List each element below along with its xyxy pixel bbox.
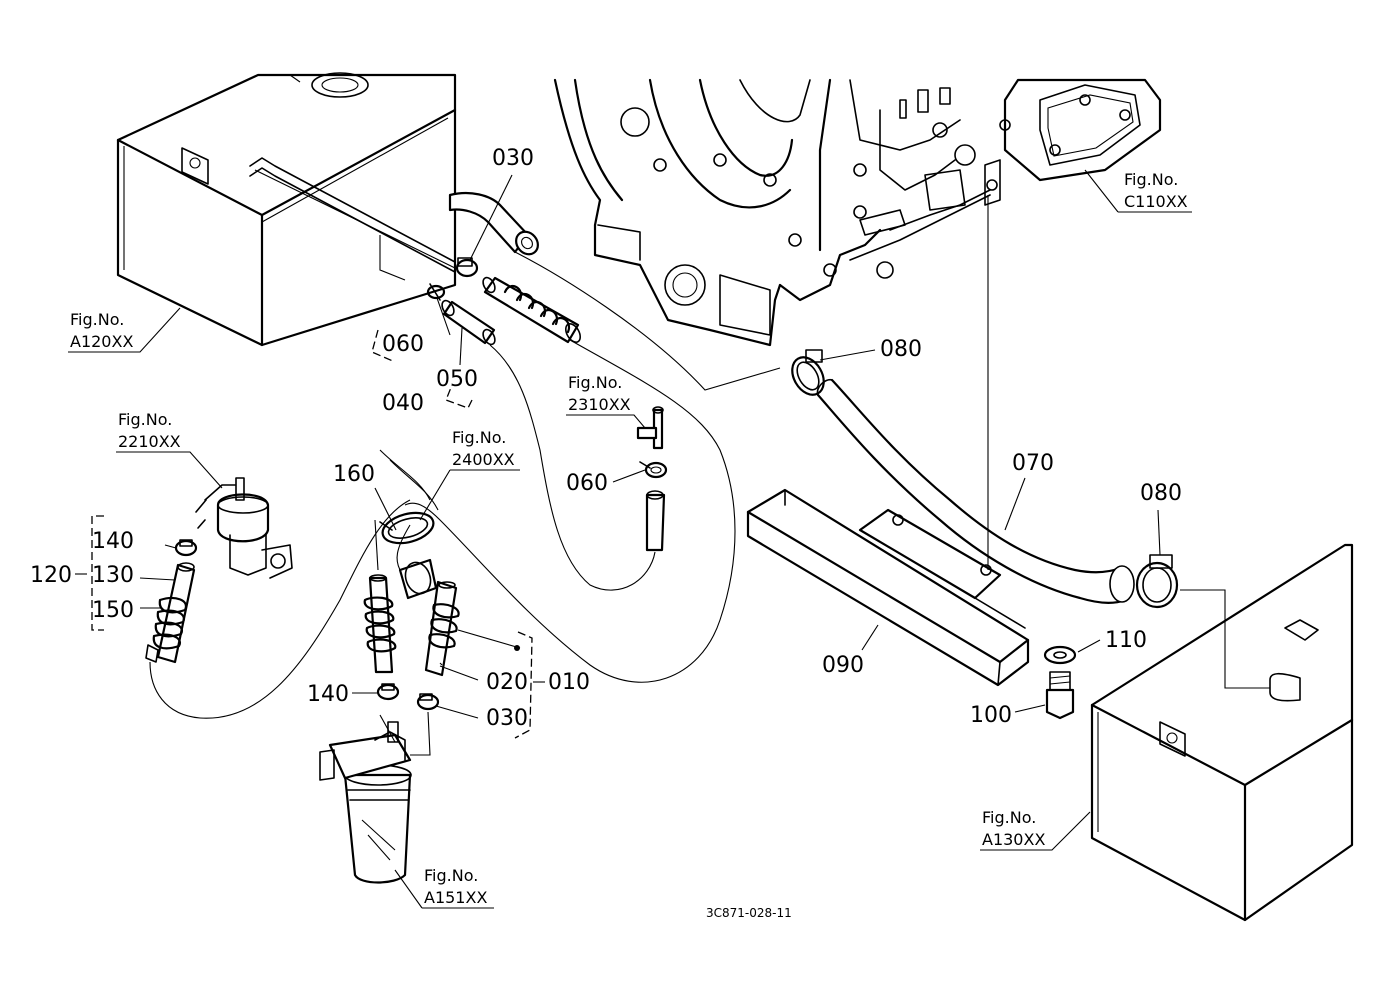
- drawing-code: 3C871-028-11: [706, 906, 792, 920]
- callout-leaders: [139, 174, 1161, 719]
- callout-080-top[interactable]: 080: [880, 337, 922, 362]
- hose-050: [441, 299, 496, 346]
- callout-120[interactable]: 120: [30, 563, 72, 588]
- figure-ref-leaders: [68, 169, 1192, 909]
- short-hose: [645, 490, 666, 552]
- hose-fitting-center: [398, 558, 438, 600]
- hose-spring-top: [482, 276, 582, 344]
- callout-080-right[interactable]: 080: [1140, 481, 1182, 506]
- callout-140-center[interactable]: 140: [307, 682, 349, 707]
- hose-spring-left: [363, 574, 397, 674]
- washer-110: [1043, 645, 1077, 665]
- fig-label-2310: Fig.No.: [568, 373, 622, 392]
- right-fuel-tank: [1090, 543, 1354, 922]
- fig-label-a130: Fig.No.: [982, 808, 1036, 827]
- routing-lines: [149, 169, 1270, 756]
- clamp-140-left: [174, 539, 198, 557]
- fuel-pump: [195, 477, 293, 579]
- callout-100[interactable]: 100: [970, 703, 1012, 728]
- callout-130[interactable]: 130: [92, 563, 134, 588]
- callout-140-left[interactable]: 140: [92, 529, 134, 554]
- fig-ref-2400[interactable]: 2400XX: [452, 450, 515, 469]
- fig-label-2400: Fig.No.: [452, 428, 506, 447]
- callout-020[interactable]: 020: [486, 670, 528, 695]
- fig-ref-a130[interactable]: A130XX: [982, 830, 1045, 849]
- hose-130-150: [145, 562, 196, 664]
- clip-060-right: [639, 461, 668, 479]
- callout-070[interactable]: 070: [1012, 451, 1054, 476]
- band-clamp-160: [379, 511, 435, 545]
- fig-label-2210: Fig.No.: [118, 410, 172, 429]
- fig-ref-a120[interactable]: A120XX: [70, 332, 133, 351]
- callout-050[interactable]: 050: [436, 367, 478, 392]
- callout-010[interactable]: 010: [548, 670, 590, 695]
- part-callouts: 030 080 070 080 110 100 090 060 050 040 …: [30, 146, 1182, 731]
- fig-label-c110: Fig.No.: [1124, 170, 1178, 189]
- callout-160[interactable]: 160: [333, 462, 375, 487]
- callout-060-top[interactable]: 060: [382, 332, 424, 357]
- clamp-140-center: [376, 683, 400, 701]
- group-brackets: [91, 329, 533, 739]
- fig-ref-2210[interactable]: 2210XX: [118, 432, 181, 451]
- fig-ref-c110[interactable]: C110XX: [1124, 192, 1188, 211]
- clamp-030-top: [455, 257, 479, 278]
- fuel-hose-070: [816, 378, 1135, 604]
- hose-030-top: [448, 191, 539, 256]
- hose-clamp-080-right: [1135, 554, 1179, 609]
- callout-060-right[interactable]: 060: [566, 471, 608, 496]
- hose-clamp-080-top: [791, 349, 825, 396]
- callout-030-center[interactable]: 030: [486, 706, 528, 731]
- callout-090[interactable]: 090: [822, 653, 864, 678]
- engine-housing: [553, 78, 991, 347]
- bolt-100: [1045, 671, 1075, 720]
- clamp-030-center: [416, 693, 440, 711]
- bracket-090: [746, 488, 1030, 687]
- callout-040[interactable]: 040: [382, 391, 424, 416]
- callout-150[interactable]: 150: [92, 598, 134, 623]
- tee-fitting: [636, 406, 664, 450]
- fig-label-a120: Fig.No.: [70, 310, 124, 329]
- fig-ref-a151[interactable]: A151XX: [424, 888, 487, 907]
- figure-references: Fig.No. A120XX Fig.No. C110XX Fig.No. 22…: [70, 170, 1188, 907]
- transmission-case: [984, 78, 1162, 206]
- clip-060-top: [426, 283, 446, 301]
- left-fuel-tank: [116, 72, 457, 347]
- callout-030-top[interactable]: 030: [492, 146, 534, 171]
- fig-ref-2310[interactable]: 2310XX: [568, 395, 631, 414]
- callout-110[interactable]: 110: [1105, 628, 1147, 653]
- fuel-filter: [319, 721, 412, 884]
- fig-label-a151: Fig.No.: [424, 866, 478, 885]
- hose-spring-020: [424, 580, 460, 677]
